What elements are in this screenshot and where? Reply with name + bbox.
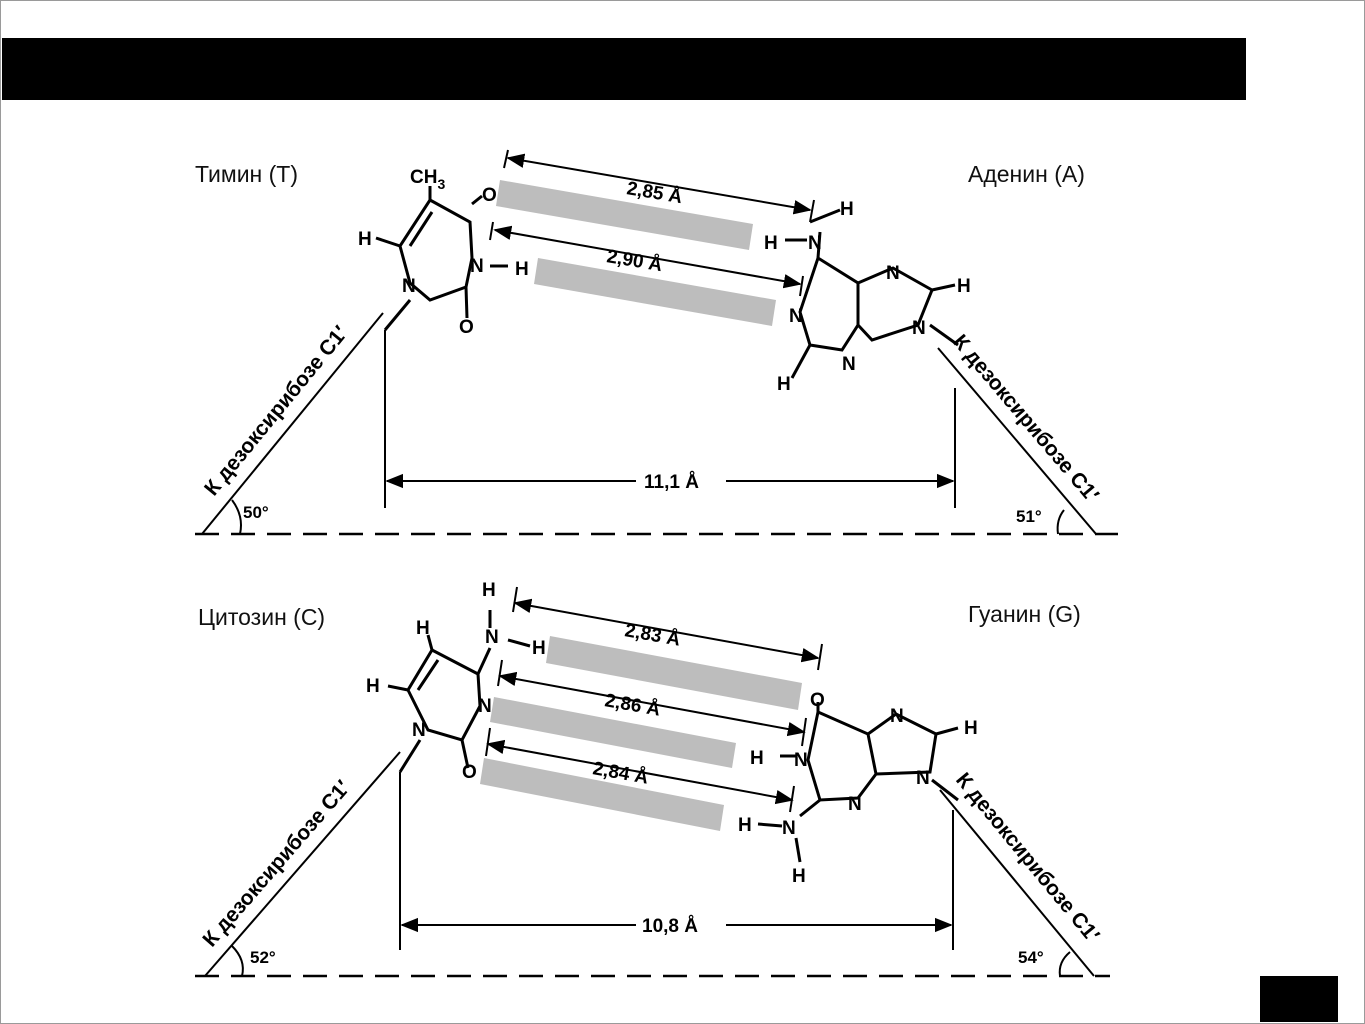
atom-n: N <box>808 233 822 254</box>
atom-h: H <box>416 618 430 639</box>
atom-h: H <box>482 580 496 601</box>
adenine-molecule: H H N N H N N N H <box>764 199 971 395</box>
atom-h: H <box>777 374 791 395</box>
guanine-label: Гуанин (G) <box>968 601 1081 627</box>
atom-n: N <box>412 720 426 741</box>
atom-o: O <box>482 185 497 206</box>
cytosine-molecule: H N H H H N N O <box>366 580 546 783</box>
atom-n: N <box>916 768 930 789</box>
atom-h: H <box>738 815 752 836</box>
atom-h: H <box>764 233 778 254</box>
angle-left: 52° <box>250 948 276 967</box>
angle-right: 54° <box>1018 948 1044 967</box>
adenine-label: Аденин (А) <box>968 161 1085 187</box>
hbond-shade-1 <box>496 180 753 250</box>
distance-arrow-1 <box>513 598 820 663</box>
atom-h: H <box>840 199 854 220</box>
sugar-label-left: К дезоксирибозе C1′ <box>200 322 352 500</box>
glycosidic-bond-left <box>204 751 401 977</box>
distance-arrow-2 <box>498 671 806 737</box>
atom-h: H <box>792 866 806 887</box>
atom-n: N <box>912 318 926 339</box>
atom-n: N <box>890 706 904 727</box>
thymine-adenine-pair: Тимин (Т) Аденин (А) CH3 O H N H N O <box>195 149 1118 536</box>
angle-left: 50° <box>243 503 269 522</box>
c1-distance-label: 11,1 Å <box>644 472 699 493</box>
sugar-label-right: К дезоксирибозе C1′ <box>948 330 1103 506</box>
atom-n: N <box>886 263 900 284</box>
atom-h: H <box>964 718 978 739</box>
cytosine-guanine-pair: Цитозин (С) Гуанин (G) H N H H H N N O <box>195 580 1110 978</box>
sugar-label-right: К дезоксирибозе C1′ <box>951 769 1104 947</box>
atom-o: O <box>459 317 474 338</box>
glycosidic-bond-right <box>939 789 1095 977</box>
atom-n: N <box>848 794 862 815</box>
corner-box <box>1260 976 1338 1022</box>
atom-n: N <box>789 306 803 327</box>
angle-right: 51° <box>1016 507 1042 526</box>
atom-h: H <box>358 229 372 250</box>
distance-arrow-1 <box>506 153 812 215</box>
atom-h: H <box>532 638 546 659</box>
distance-label-1: 2,83 Å <box>623 620 682 650</box>
atom-ch3: CH3 <box>410 167 445 192</box>
thymine-molecule: CH3 O H N H N O <box>358 167 529 338</box>
atom-n: N <box>782 818 796 839</box>
atom-h: H <box>366 676 380 697</box>
atom-n: N <box>794 750 808 771</box>
atom-n: N <box>485 627 499 648</box>
distance-arrow-3 <box>486 739 794 805</box>
distance-label-2: 2,86 Å <box>603 690 662 720</box>
atom-o: O <box>810 690 825 711</box>
atom-h: H <box>957 276 971 297</box>
thymine-label: Тимин (Т) <box>195 161 298 187</box>
glycosidic-bond-left <box>201 312 384 535</box>
distance-arrow-2 <box>493 225 802 289</box>
c1-distance-label: 10,8 Å <box>642 916 698 937</box>
atom-n: N <box>402 276 416 297</box>
guanine-molecule: O N H H N N N H N H <box>738 690 978 887</box>
atom-n: N <box>478 696 492 717</box>
atom-o: O <box>462 762 477 783</box>
atom-n: N <box>470 256 484 277</box>
title-bar <box>2 38 1246 100</box>
sugar-label-left: К дезоксирибозе C1′ <box>198 776 354 951</box>
glycosidic-bond-right <box>937 347 1097 535</box>
cytosine-label: Цитозин (С) <box>198 604 325 630</box>
atom-h: H <box>750 748 764 769</box>
atom-h: H <box>515 259 529 280</box>
atom-n: N <box>842 354 856 375</box>
